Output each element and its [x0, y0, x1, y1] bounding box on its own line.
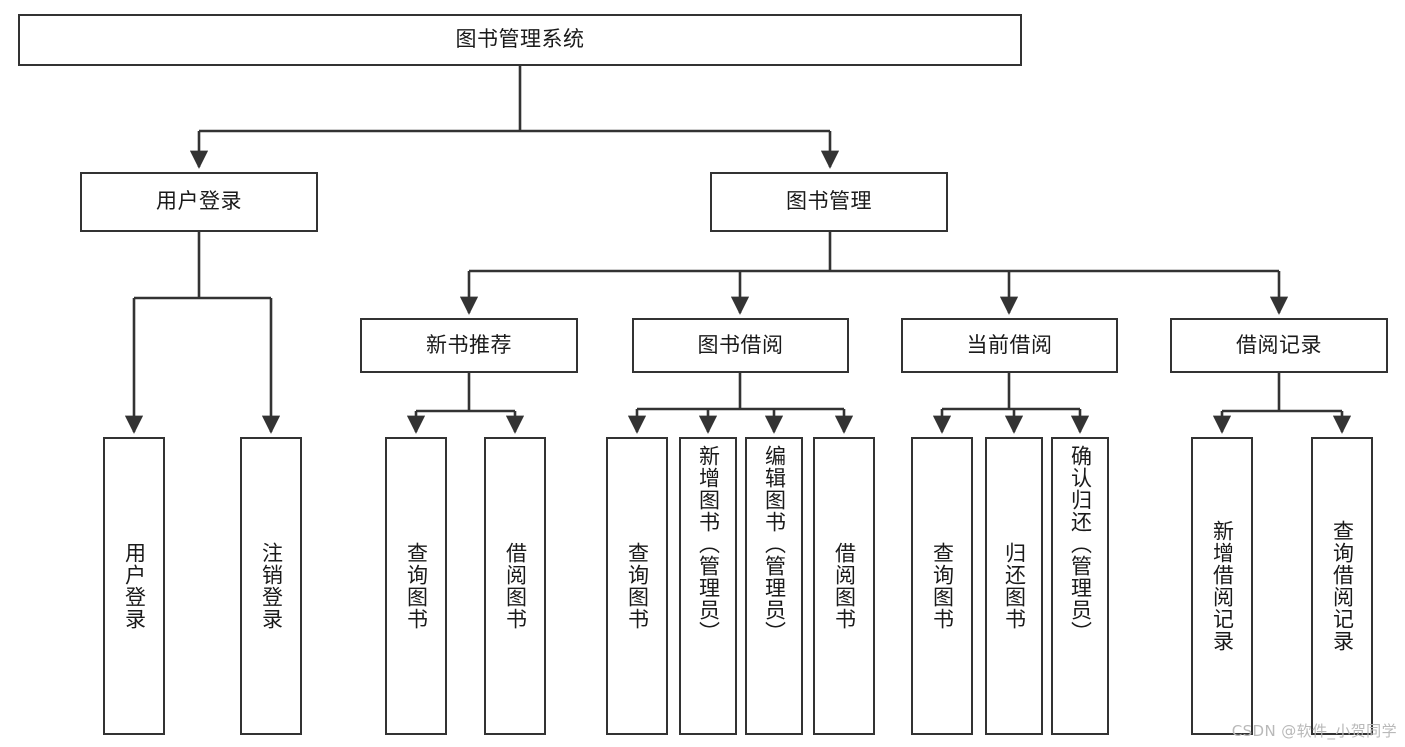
node-leaf-query-borrow-record[interactable]: 查询借阅记录 [1311, 437, 1373, 735]
node-leaf-query-book-rec-label: 查询图书 [404, 542, 429, 630]
node-book-manage[interactable]: 图书管理 [710, 172, 948, 232]
node-user-login-label: 用户登录 [156, 189, 242, 214]
node-borrow-record-label: 借阅记录 [1236, 332, 1322, 357]
node-leaf-borrow-book-rec-label: 借阅图书 [503, 542, 528, 630]
node-root[interactable]: 图书管理系统 [18, 14, 1022, 66]
node-leaf-edit-book-admin[interactable]: 编辑图书（管理员） [745, 437, 803, 735]
node-current-borrow[interactable]: 当前借阅 [901, 318, 1118, 373]
node-leaf-confirm-return-admin[interactable]: 确认归还（管理员） [1051, 437, 1109, 735]
node-leaf-user-login[interactable]: 用户登录 [103, 437, 165, 735]
node-leaf-edit-book-admin-label: 编辑图书（管理员） [762, 445, 787, 643]
node-leaf-add-book-admin[interactable]: 新增图书（管理员） [679, 437, 737, 735]
node-borrow-record[interactable]: 借阅记录 [1170, 318, 1388, 373]
node-root-label: 图书管理系统 [455, 27, 585, 52]
node-leaf-add-borrow-record[interactable]: 新增借阅记录 [1191, 437, 1253, 735]
node-leaf-confirm-return-admin-label: 确认归还（管理员） [1068, 445, 1093, 643]
node-user-login[interactable]: 用户登录 [80, 172, 318, 232]
node-leaf-borrow-book[interactable]: 借阅图书 [813, 437, 875, 735]
node-leaf-add-borrow-record-label: 新增借阅记录 [1210, 520, 1235, 652]
node-leaf-borrow-book-rec[interactable]: 借阅图书 [484, 437, 546, 735]
node-leaf-query-book-borrow[interactable]: 查询图书 [606, 437, 668, 735]
node-leaf-add-book-admin-label: 新增图书（管理员） [696, 445, 721, 643]
node-leaf-user-logout-label: 注销登录 [259, 542, 284, 630]
node-leaf-borrow-book-label: 借阅图书 [832, 542, 857, 630]
node-leaf-query-book-borrow-label: 查询图书 [625, 542, 650, 630]
node-book-borrow-label: 图书借阅 [697, 332, 784, 357]
node-leaf-query-borrow-record-label: 查询借阅记录 [1330, 520, 1355, 652]
node-current-borrow-label: 当前借阅 [966, 332, 1053, 357]
node-new-book-rec-label: 新书推荐 [426, 332, 512, 357]
node-leaf-return-book[interactable]: 归还图书 [985, 437, 1043, 735]
watermark-text: CSDN @软件_小贺同学 [1231, 722, 1397, 740]
node-book-manage-label: 图书管理 [786, 189, 872, 214]
node-new-book-rec[interactable]: 新书推荐 [360, 318, 578, 373]
node-leaf-return-book-label: 归还图书 [1002, 542, 1027, 630]
node-leaf-user-logout[interactable]: 注销登录 [240, 437, 302, 735]
node-book-borrow[interactable]: 图书借阅 [632, 318, 849, 373]
node-leaf-query-book-current-label: 查询图书 [930, 542, 955, 630]
node-leaf-query-book-current[interactable]: 查询图书 [911, 437, 973, 735]
node-leaf-user-login-label: 用户登录 [122, 542, 147, 630]
node-leaf-query-book-rec[interactable]: 查询图书 [385, 437, 447, 735]
